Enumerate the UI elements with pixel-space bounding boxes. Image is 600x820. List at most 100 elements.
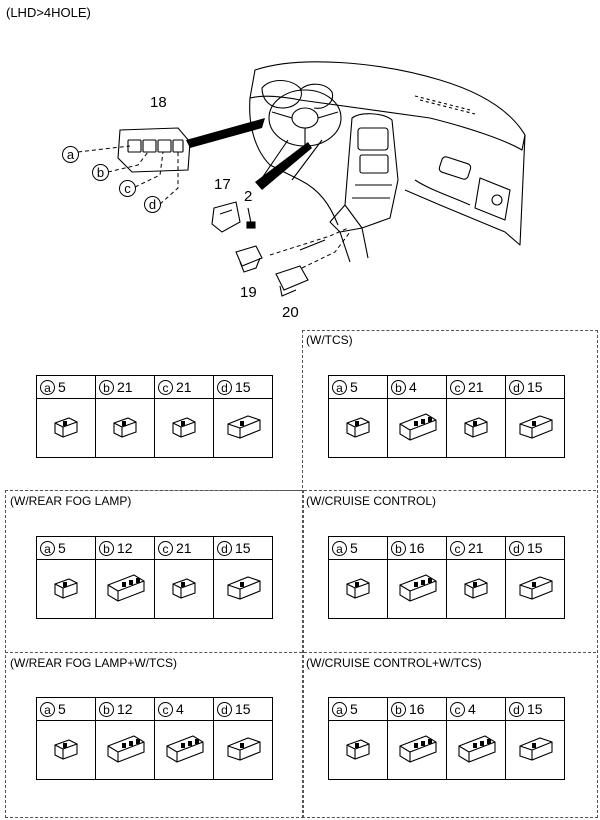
callout-b: b [92,164,109,181]
connector-letter: d [509,540,524,556]
connector-letter: d [217,701,232,717]
connector-pin-count: 5 [350,379,358,395]
connector-letter: d [217,379,232,395]
connector-b-icon [399,734,437,763]
connector-image-cell [446,559,506,619]
connector-pin-count: 15 [527,379,543,395]
diagram-variant-label: (LHD>4HOLE) [6,5,91,20]
connector-letter: b [391,379,406,395]
connector-d-icon [227,736,261,761]
callout-19: 19 [240,284,257,301]
variant-title: (W/REAR FOG LAMP+W/TCS) [10,656,178,670]
connector-letter: a [332,701,347,717]
connector-b-icon [399,573,437,602]
connector-image-cell [387,720,447,780]
connector-pin-count: 5 [350,540,358,556]
connector-pin-count: 4 [409,379,417,395]
connector-image-cell [154,720,214,780]
connector-pin-count: 5 [58,701,66,717]
variant-title: (W/CRUISE CONTROL) [306,494,436,508]
connector-pin-count: 21 [176,540,192,556]
connector-a-icon [54,416,78,438]
connector-b-icon [107,734,145,763]
callout-c: c [119,180,136,197]
connector-pin-count: 21 [176,379,192,395]
connector-pin-count: 12 [117,540,133,556]
connector-c-icon [172,416,196,438]
connector-image-cell [154,398,214,458]
connector-a-icon [346,738,370,760]
connector-d-icon [519,575,553,600]
connector-pin-count: 5 [58,540,66,556]
frame-divider-lower [5,652,596,653]
connector-pin-count: 16 [409,540,425,556]
connector-b-icon [113,416,137,438]
connector-letter: c [158,540,173,556]
connector-letter: a [40,540,55,556]
connector-a-icon [54,577,78,599]
screw-part-2 [246,207,256,229]
connector-letter: c [450,540,465,556]
connector-pin-count: 4 [468,701,476,717]
connector-image-cell [213,398,273,458]
connector-image-cell [36,720,96,780]
connector-pin-count: 15 [527,540,543,556]
frame-divider-middle [5,490,596,491]
connector-pin-count: 15 [235,540,251,556]
connector-c-icon [166,734,204,763]
callout-a: a [62,146,79,163]
connector-image-cell [95,720,155,780]
connector-letter: b [99,379,114,395]
connector-letter: c [450,379,465,395]
connector-letter: b [99,701,114,717]
connector-image-cell [387,559,447,619]
connector-image-cell [328,559,388,619]
connector-image-cell [213,720,273,780]
connector-pin-count: 21 [468,379,484,395]
connector-c-icon [464,416,488,438]
connector-letter: a [332,540,347,556]
connector-pin-count: 15 [527,701,543,717]
connector-letter: d [217,540,232,556]
connector-pin-count: 21 [117,379,133,395]
connector-c-icon [172,577,196,599]
right-variant-frame [302,330,598,818]
connector-image-cell [328,720,388,780]
connector-pin-count: 5 [350,701,358,717]
connector-image-cell [95,559,155,619]
connector-c-icon [458,734,496,763]
connector-letter: b [99,540,114,556]
connector-d-icon [519,414,553,439]
connector-image-cell [505,559,565,619]
connector-image-cell [154,559,214,619]
connector-image-cell [505,720,565,780]
connector-letter: c [450,701,465,717]
connector-image-cell [446,720,506,780]
connector-part-20 [275,265,309,297]
connector-letter: a [40,379,55,395]
variant-title: (W/TCS) [306,333,353,347]
connector-letter: c [158,701,173,717]
connector-letter: d [509,379,524,395]
connector-letter: b [391,701,406,717]
dashboard-outline [249,61,526,151]
install-arrow-18 [186,118,265,148]
